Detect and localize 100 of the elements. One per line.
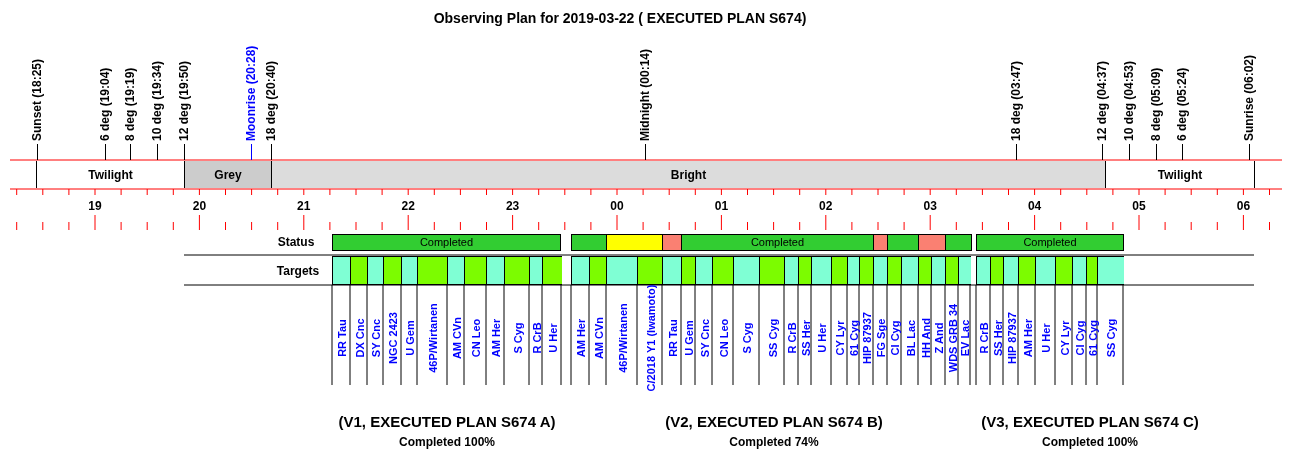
target-cell <box>1097 256 1124 285</box>
target-name: FG Sge <box>875 318 887 358</box>
status-bar-segment <box>606 234 663 251</box>
event-marker-label: 6 deg (19:04) <box>99 67 111 160</box>
hour-label: 22 <box>401 198 415 215</box>
time-band-segment <box>271 161 1106 188</box>
event-marker-label: 18 deg (03:47) <box>1010 60 1022 160</box>
status-bar-segment <box>571 234 607 251</box>
target-cell <box>350 256 368 285</box>
target-name: S Cyg <box>512 322 523 354</box>
hour-label: 19 <box>88 198 102 215</box>
hour-label: 06 <box>1236 198 1251 215</box>
target-cell <box>945 256 959 285</box>
status-label: Completed <box>419 237 474 248</box>
status-bar-segment <box>662 234 682 251</box>
time-band-segment <box>184 161 272 188</box>
target-cell <box>918 256 932 285</box>
status-bar-segment <box>332 234 561 251</box>
target-cell <box>901 256 919 285</box>
event-marker-label: 18 deg (20:40) <box>265 60 277 160</box>
status-bar-segment <box>918 234 946 251</box>
event-marker-label: 6 deg (05:24) <box>1176 67 1188 160</box>
target-name: SY Cnc <box>699 318 710 358</box>
target-cell <box>464 256 487 285</box>
target-cell <box>712 256 734 285</box>
target-name: DX Cnc <box>354 318 365 358</box>
plan-caption: (V3, EXECUTED PLAN S674 C) <box>981 412 1199 432</box>
event-marker-label: 12 deg (19:50) <box>178 60 190 160</box>
target-name: S Cyg <box>741 322 753 354</box>
target-cell <box>1035 256 1056 285</box>
target-cell <box>759 256 785 285</box>
hour-label: 02 <box>819 198 833 215</box>
target-name: SS Cyg <box>1105 318 1117 358</box>
target-name: U Her <box>547 323 558 353</box>
hour-label: 23 <box>505 198 520 215</box>
target-name: U Gem <box>683 320 695 356</box>
status-bar-segment <box>945 234 972 251</box>
target-name: CY Lyr <box>834 320 846 356</box>
status-label: Completed <box>750 237 805 248</box>
target-cell <box>662 256 682 285</box>
plan-caption: (V2, EXECUTED PLAN S674 B) <box>665 412 883 432</box>
event-marker-label: Sunrise (06:02) <box>1243 54 1255 160</box>
target-name: RR Tau <box>336 319 348 357</box>
target-name: AM Her <box>575 318 587 358</box>
event-marker-label: Midnight (00:14) <box>639 49 651 160</box>
status-bar-segment <box>887 234 919 251</box>
target-cell <box>811 256 832 285</box>
event-marker-label: Moonrise (20:28) <box>245 45 257 160</box>
status-label: Completed <box>1023 237 1077 248</box>
target-name: SY Cnc <box>370 318 382 358</box>
target-cell <box>1086 256 1098 285</box>
completion-caption: Completed 100% <box>1042 434 1138 451</box>
target-cell <box>1003 256 1019 285</box>
target-cell <box>447 256 465 285</box>
target-name: AM Her <box>1022 318 1033 358</box>
target-name: SS Her <box>800 319 811 357</box>
hour-label: 01 <box>714 198 729 215</box>
event-marker-label: 8 deg (05:09) <box>1150 67 1162 160</box>
status-bar-segment <box>681 234 874 251</box>
event-marker-label: 12 deg (04:37) <box>1096 60 1108 160</box>
target-name: U Gem <box>404 320 416 356</box>
target-name: AM CVn <box>451 316 462 360</box>
row-label: Status <box>277 234 315 251</box>
hour-label: 20 <box>192 198 207 215</box>
target-cell <box>417 256 448 285</box>
target-cell <box>958 256 971 285</box>
hour-label: 03 <box>923 198 937 215</box>
target-name: CI Cyg <box>889 320 901 356</box>
target-name: 46P/Wirtanen <box>617 303 628 373</box>
target-name: 46P/Wirtanen <box>427 303 439 373</box>
target-name: U Her <box>816 323 828 353</box>
target-name: 61 Cyg <box>848 319 860 357</box>
hour-label: 05 <box>1132 198 1146 215</box>
target-name: Z And <box>933 322 945 354</box>
band-label: Twilight <box>1157 166 1203 184</box>
target-name: SS Her <box>992 319 1003 357</box>
completion-caption: Completed 100% <box>399 434 495 451</box>
band-label: Bright <box>670 166 707 184</box>
hour-label: 00 <box>610 198 624 215</box>
target-name: C/2018 Y1 (Iwamoto) <box>645 284 656 392</box>
target-name: CY Lyr <box>1059 320 1070 356</box>
target-name: U Her <box>1040 323 1052 353</box>
target-name: SS Cyg <box>767 318 778 358</box>
event-marker-label: 8 deg (19:19) <box>124 67 136 160</box>
target-name: HIP 87937 <box>1006 312 1017 364</box>
event-marker-label: Sunset (18:25) <box>31 58 43 160</box>
hour-label: 04 <box>1027 198 1042 215</box>
event-marker-label: 10 deg (19:34) <box>151 60 163 160</box>
target-name: HIP 87937 <box>861 312 873 364</box>
target-cell <box>589 256 607 285</box>
target-cell <box>542 256 562 285</box>
target-cell <box>798 256 812 285</box>
target-name: CN Leo <box>718 318 729 358</box>
target-name: NGC 2423 <box>387 312 399 364</box>
target-cell <box>1055 256 1073 285</box>
target-name: R CrB <box>978 322 990 354</box>
target-cell <box>529 256 543 285</box>
target-name: CI Cyg <box>1074 320 1086 356</box>
target-cell <box>695 256 713 285</box>
target-cell <box>606 256 638 285</box>
